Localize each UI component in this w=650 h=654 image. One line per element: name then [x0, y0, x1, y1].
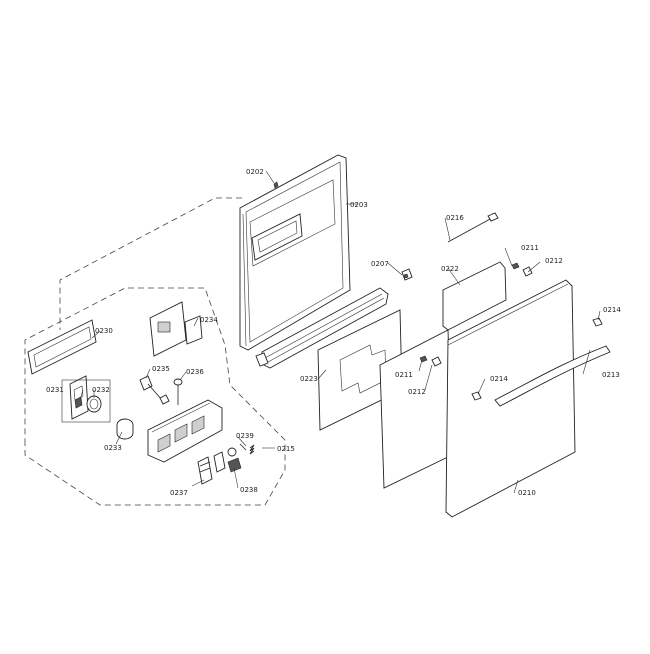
label-0234: 0234 [200, 316, 218, 324]
label-0223: 0223 [300, 375, 318, 383]
label-0215: 0215 [277, 445, 295, 453]
label-0238: 0238 [240, 486, 258, 494]
leader-lines [79, 170, 601, 494]
label-0213: 0213 [602, 371, 620, 379]
label-0231: 0231 [46, 386, 64, 394]
contact-0238 [227, 447, 242, 473]
display-frame-0230 [27, 319, 97, 375]
panel-0222 [442, 261, 507, 331]
label-0214-right: 0214 [603, 306, 621, 314]
door-rail-0207 [255, 287, 389, 369]
switch-0231 [69, 375, 89, 420]
small-parts [419, 262, 603, 401]
switch-0235 [139, 375, 170, 405]
rod-0216 [447, 212, 499, 243]
label-0236: 0236 [186, 368, 204, 376]
assembly-boundary [24, 197, 286, 506]
label-0232: 0232 [92, 386, 110, 394]
label-0202: 0202 [246, 168, 264, 176]
handle-0213 [494, 345, 611, 407]
label-0237: 0237 [170, 489, 188, 497]
bracket-0207 [401, 268, 413, 281]
label-0210: 0210 [518, 489, 536, 497]
springs-0237 [197, 451, 226, 485]
label-0239: 0239 [236, 432, 254, 440]
inner-door-0203 [239, 154, 351, 351]
control-module-0215 [147, 399, 223, 463]
part-labels: 0202 0203 0207 0210 0211 0211 0212 0212 … [46, 168, 621, 497]
label-0214-left: 0214 [490, 375, 508, 383]
ring-0232 [61, 379, 111, 423]
label-0203: 0203 [350, 201, 368, 209]
screw-0202 [273, 181, 279, 189]
label-0235: 0235 [152, 365, 170, 373]
spring-0239 [239, 443, 255, 455]
label-0230: 0230 [95, 327, 113, 335]
label-0207: 0207 [371, 260, 389, 268]
label-0211-top: 0211 [521, 244, 539, 252]
knob-0233 [116, 418, 134, 440]
label-0212-top: 0212 [545, 257, 563, 265]
label-0211-mid: 0211 [395, 371, 413, 379]
label-0233: 0233 [104, 444, 122, 452]
label-0212-mid: 0212 [408, 388, 426, 396]
label-0216: 0216 [446, 214, 464, 222]
panel-insert-0234 [149, 301, 203, 357]
label-0222: 0222 [441, 265, 459, 273]
sensor-0236 [173, 378, 183, 405]
